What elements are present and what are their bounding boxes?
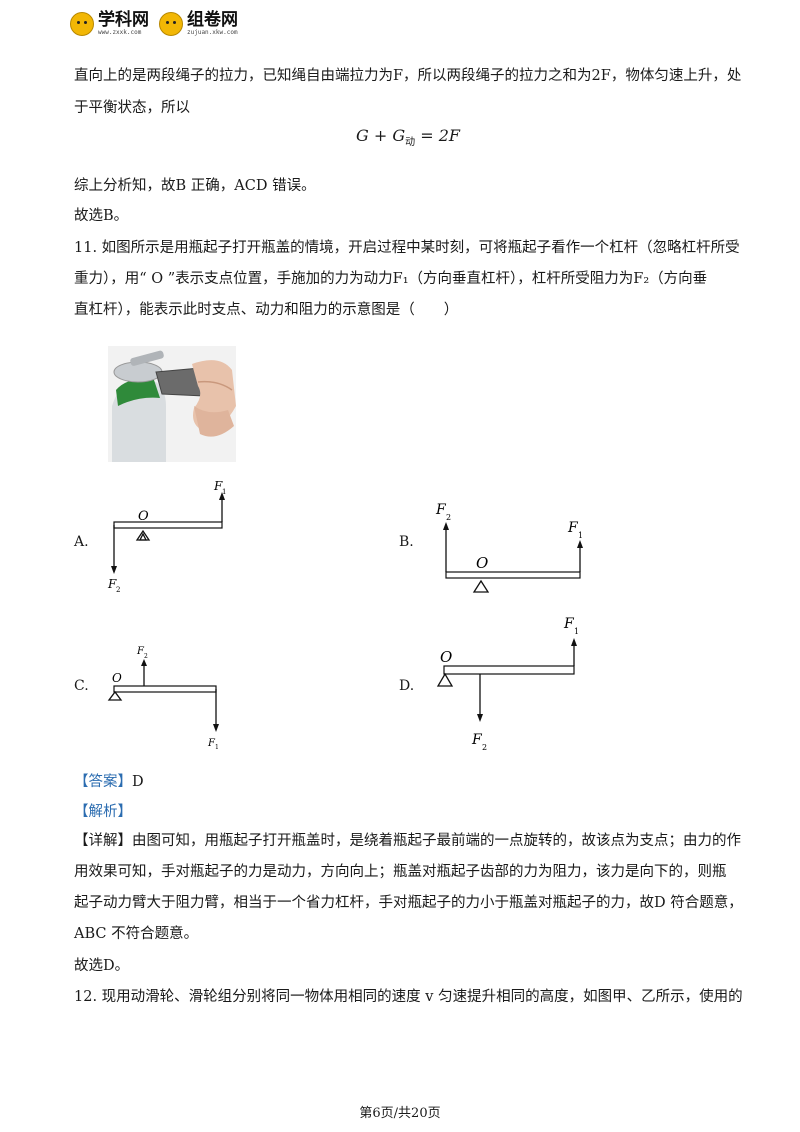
bottle-opener-photo — [108, 346, 236, 462]
logo-zxxk[interactable]: 学科网 www.zxxk.com — [70, 12, 149, 36]
fulcrum-label: O — [138, 509, 149, 524]
equilibrium-formula: G + G动 = 2F — [356, 126, 460, 149]
force-label: F — [435, 502, 447, 518]
force-subscript: 1 — [574, 627, 579, 636]
analysis-tag: 【解析】 — [74, 804, 132, 820]
detail-line-1: 【详解】由图可知，用瓶起子打开瓶盖时，是绕着瓶起子最前端的一点旋转的，故该点为支… — [74, 833, 741, 849]
answer-tag: 【答案】 — [74, 774, 132, 790]
q11-line-3: 直杠杆），能表示此时支点、动力和阻力的示意图是（ ） — [74, 302, 459, 318]
q11-line-2: 重力），用“ O ”表示支点位置，手施加的力为动力F₁（方向垂直杠杆），杠杆所受… — [74, 271, 708, 287]
logo-zujuan-url: zujuan.xkw.com — [187, 29, 238, 36]
force-subscript: 2 — [482, 743, 487, 752]
force-label: F — [107, 577, 117, 591]
conclusion-line: 故选D。 — [74, 958, 130, 974]
prev-line-1: 直向上的是两段绳子的拉力，已知绳自由端拉力为F，所以两段绳子的拉力之和为2F，物… — [74, 68, 742, 84]
detail-line-3: 起子动力臂大于阻力臂，相当于一个省力杠杆，手对瓶起子的力小于瓶盖对瓶起子的力，故… — [74, 895, 743, 911]
fulcrum-label: O — [112, 671, 122, 685]
force-label: F — [471, 732, 483, 748]
force-subscript: 2 — [144, 653, 148, 660]
force-label: F — [207, 738, 216, 749]
header-logos: 学科网 www.zxxk.com 组卷网 zujuan.xkw.com — [70, 12, 238, 36]
force-label: F — [213, 479, 223, 493]
option-d-label[interactable]: D. — [399, 678, 415, 694]
force-subscript: 2 — [446, 513, 451, 522]
option-c-label[interactable]: C. — [74, 678, 89, 694]
prev-line-2: 于平衡状态，所以 — [74, 100, 190, 116]
option-b-diagram[interactable]: O F 2 F 1 — [430, 496, 600, 606]
answer-value: D — [132, 774, 144, 790]
logo-zujuan[interactable]: 组卷网 zujuan.xkw.com — [159, 12, 238, 36]
force-label: F — [567, 520, 579, 536]
mascot-icon — [70, 12, 94, 36]
detail-line-4: ABC 不符合题意。 — [74, 926, 199, 942]
option-d-diagram[interactable]: O F 1 F 2 — [430, 610, 600, 754]
force-subscript: 1 — [578, 531, 583, 540]
logo-zxxk-url: www.zxxk.com — [98, 29, 142, 36]
force-subscript: 2 — [116, 586, 120, 594]
option-a-diagram[interactable]: O F 1 F 2 — [100, 478, 250, 598]
logo-zxxk-text: 学科网 — [98, 10, 149, 30]
force-label: F — [563, 616, 575, 632]
prev-line-3: 综上分析知，故B 正确，ACD 错误。 — [74, 178, 316, 194]
detail-line-2: 用效果可知，手对瓶起子的力是动力，方向向上；瓶盖对瓶起子齿部的力为阻力，该力是向… — [74, 864, 727, 880]
q11-line-1: 11. 如图所示是用瓶起子打开瓶盖的情境，开启过程中某时刻，可将瓶起子看作一个杠… — [74, 240, 740, 256]
prev-line-4: 故选B。 — [74, 208, 129, 224]
force-subscript: 1 — [222, 488, 226, 496]
mascot-icon — [159, 12, 183, 36]
page-number: 第6页/共20页 — [359, 1106, 441, 1121]
force-label: F — [136, 646, 145, 657]
force-subscript: 1 — [215, 744, 219, 751]
fulcrum-label: O — [440, 648, 452, 666]
option-a-label[interactable]: A. — [74, 534, 89, 550]
option-b-label[interactable]: B. — [399, 534, 414, 550]
fulcrum-label: O — [476, 554, 488, 572]
detail-tag: 【详解】 — [74, 833, 132, 849]
q12-line-1: 12. 现用动滑轮、滑轮组分别将同一物体用相同的速度 v 匀速提升相同的高度，如… — [74, 989, 743, 1005]
answer-line: 【答案】D — [74, 770, 144, 791]
logo-zujuan-text: 组卷网 — [187, 10, 238, 30]
option-c-diagram[interactable]: O F 2 F 1 — [100, 640, 240, 756]
